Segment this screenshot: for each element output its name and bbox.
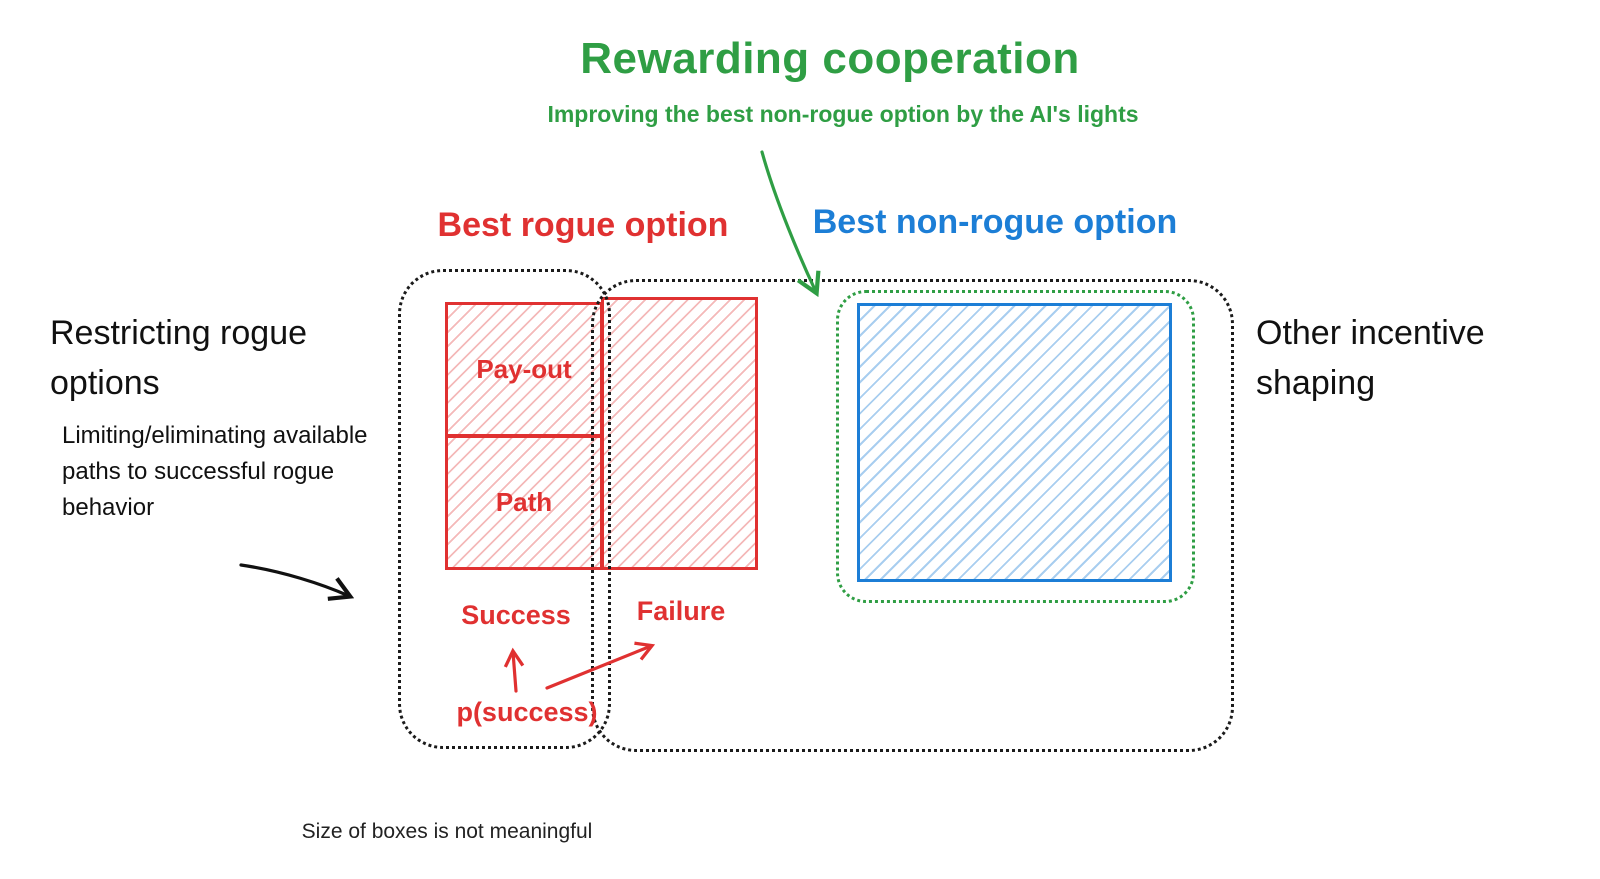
restricting-rogue-arrow-icon <box>239 563 349 596</box>
diagram-title: Rewarding cooperation <box>580 34 1080 83</box>
success-label: Success <box>461 600 571 630</box>
best-non-rogue-option-heading: Best non-rogue option <box>812 203 1178 241</box>
diagram-subtitle: Improving the best non-rogue option by t… <box>547 101 1139 127</box>
improved-option-outline <box>836 290 1195 603</box>
p-success-up-arrow-icon <box>513 652 516 693</box>
payout-label: Pay-out <box>476 354 572 384</box>
path-label: Path <box>495 487 553 517</box>
restricting-rogue-options-heading: Restricting rogue options <box>50 314 308 402</box>
non-rogue-option-box <box>857 303 1172 582</box>
failure-box <box>601 297 758 570</box>
p-success-label: p(success) <box>456 697 598 727</box>
other-incentive-shaping-heading: Other incentive shaping <box>1256 314 1485 402</box>
restricting-rogue-options-detail: Limiting/eliminating available paths to … <box>62 422 368 521</box>
payout-path-divider <box>448 434 600 438</box>
payout-compartment: Pay-out <box>448 305 600 434</box>
failure-label: Failure <box>636 596 726 626</box>
p-success-diagonal-arrow-icon <box>545 646 651 690</box>
footnote: Size of boxes is not meaningful <box>301 820 593 843</box>
path-compartment: Path <box>448 438 600 567</box>
best-rogue-option-heading: Best rogue option <box>437 206 729 244</box>
rogue-option-box: Pay-out Path <box>445 302 603 570</box>
